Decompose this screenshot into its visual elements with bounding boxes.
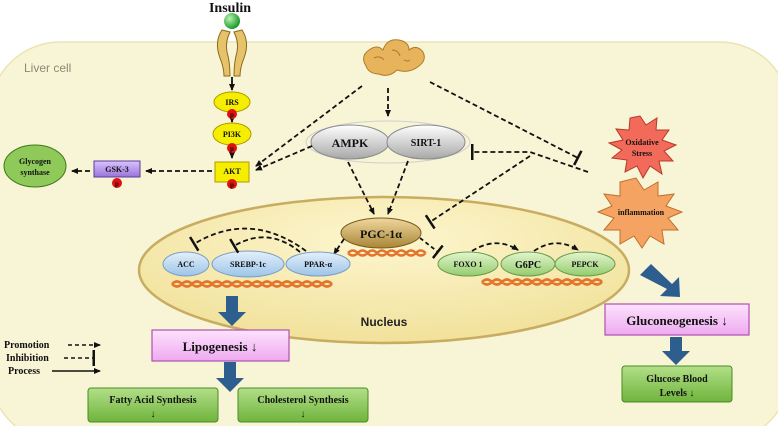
nucleus-label: Nucleus <box>361 315 408 329</box>
ampk-sirt1-outline <box>305 120 471 164</box>
gsk3-phospho-label: p <box>115 180 119 188</box>
arrow-pgc1a-to-ppara <box>333 238 345 255</box>
inhibit-ppara-to-acc <box>188 227 307 252</box>
inflammation-label: inflammation <box>618 208 665 217</box>
srebp1c-label: SREBP-1c <box>230 260 266 269</box>
inhibit-inflammation-to-sirt1 <box>471 144 589 173</box>
pepck-node <box>554 251 616 277</box>
legend-process-label: Process <box>8 366 40 377</box>
gluconeogenesis-box <box>604 303 750 336</box>
ppara-label: PPAR-α <box>304 260 332 269</box>
glucose-blood-levels-box <box>621 365 733 403</box>
glycogen-synthase-label-2: synthase <box>20 168 50 177</box>
foxo1-node <box>437 251 499 277</box>
arrow-sirt1-to-pgc1a <box>387 160 409 215</box>
dna-strand-pgc1a <box>347 249 427 257</box>
srebp1c-node <box>211 250 285 278</box>
inhibit-ginger-to-oxidative-stress <box>429 81 583 166</box>
oxidative-stress-label-2: Stress <box>632 149 652 158</box>
akt-phospho-label: p <box>230 181 234 189</box>
g6pc-label: G6PC <box>515 260 541 271</box>
insulin-label: Insulin <box>209 1 251 16</box>
ppara-node <box>285 251 351 277</box>
fatty-acid-synthesis-label: Fatty Acid Synthesis <box>109 395 196 406</box>
cholesterol-synthesis-arrow: ↓ <box>301 409 306 420</box>
legend-inhibition-label: Inhibition <box>6 353 49 364</box>
arrow-ampk-to-pgc1a <box>347 161 375 215</box>
glycogen-synthase-node <box>3 144 67 188</box>
legend: Promotion Inhibition Process <box>4 340 101 377</box>
glycogen-synthase-label-1: Glycogen <box>19 157 52 166</box>
inflammation-node <box>596 177 684 249</box>
irs-label: IRS <box>225 98 239 107</box>
pgc1a-label: PGC-1α <box>360 227 402 241</box>
oxidative-stress-node <box>607 115 678 180</box>
gsk3-label: GSK-3 <box>105 165 129 174</box>
inhibit-inflammation-to-pgc1a <box>424 155 531 230</box>
dna-strand-lipogenic <box>171 280 333 288</box>
irs-phospho-label: p <box>230 111 234 119</box>
fatty-acid-synthesis-arrow: ↓ <box>151 409 156 420</box>
irs-phospho-icon <box>227 109 237 119</box>
fatty-acid-synthesis-box <box>87 387 219 423</box>
inhibit-pgc1a-to-foxo1 <box>419 237 444 259</box>
acc-label: ACC <box>177 260 195 269</box>
inhibit-ppara-to-srebp1c <box>229 236 301 254</box>
akt-phospho-icon <box>227 179 237 189</box>
arrow-foxo1-to-g6pc <box>471 242 519 252</box>
pi3k-phospho-label: p <box>230 145 234 153</box>
arrow-gluconeogenesis-to-glucose <box>662 337 690 365</box>
acc-node <box>162 251 210 277</box>
legend-promotion-label: Promotion <box>4 340 50 351</box>
arrow-g6pc-to-pepck <box>533 242 579 252</box>
ginger-icon <box>363 39 425 76</box>
arrow-ginger-to-akt <box>255 85 363 167</box>
cholesterol-synthesis-label: Cholesterol Synthesis <box>257 395 348 406</box>
insulin-receptor-right <box>233 29 248 77</box>
liver-cell-label: Liver cell <box>24 61 71 75</box>
glucose-blood-levels-label-1: Glucose Blood <box>646 374 708 385</box>
arrow-lipogenesis-to-synthesis <box>216 362 244 392</box>
pi3k-label: PI3K <box>223 130 242 139</box>
insulin-molecule <box>224 13 240 29</box>
gsk3-node <box>93 160 141 178</box>
pgc1a-node <box>340 217 422 249</box>
gsk3-phospho-icon <box>112 178 122 188</box>
sirt1-node <box>386 124 466 160</box>
arrow-nucleus-to-lipogenesis <box>218 296 246 326</box>
akt-label: AKT <box>223 167 241 176</box>
lipogenesis-box <box>151 329 290 362</box>
oxidative-stress-label-1: Oxidative <box>625 138 659 147</box>
foxo1-label: FOXO 1 <box>453 260 482 269</box>
pi3k-phospho-icon <box>227 143 237 153</box>
nucleus <box>137 195 631 345</box>
glucose-blood-levels-label-2: Levels ↓ <box>660 388 695 399</box>
sirt1-label: SIRT-1 <box>411 138 441 149</box>
dna-strand-gluconeogenic <box>481 278 603 286</box>
arrow-nucleus-to-gluconeogenesis <box>640 264 680 297</box>
pepck-label: PEPCK <box>571 260 599 269</box>
ampk-label: AMPK <box>332 136 369 150</box>
lipogenesis-label: Lipogenesis ↓ <box>183 339 258 354</box>
gluconeogenesis-label: Gluconeogenesis ↓ <box>626 313 727 328</box>
cholesterol-synthesis-box <box>237 387 369 423</box>
insulin-receptor-left <box>216 29 231 77</box>
arrow-ampk-to-akt <box>255 145 313 171</box>
